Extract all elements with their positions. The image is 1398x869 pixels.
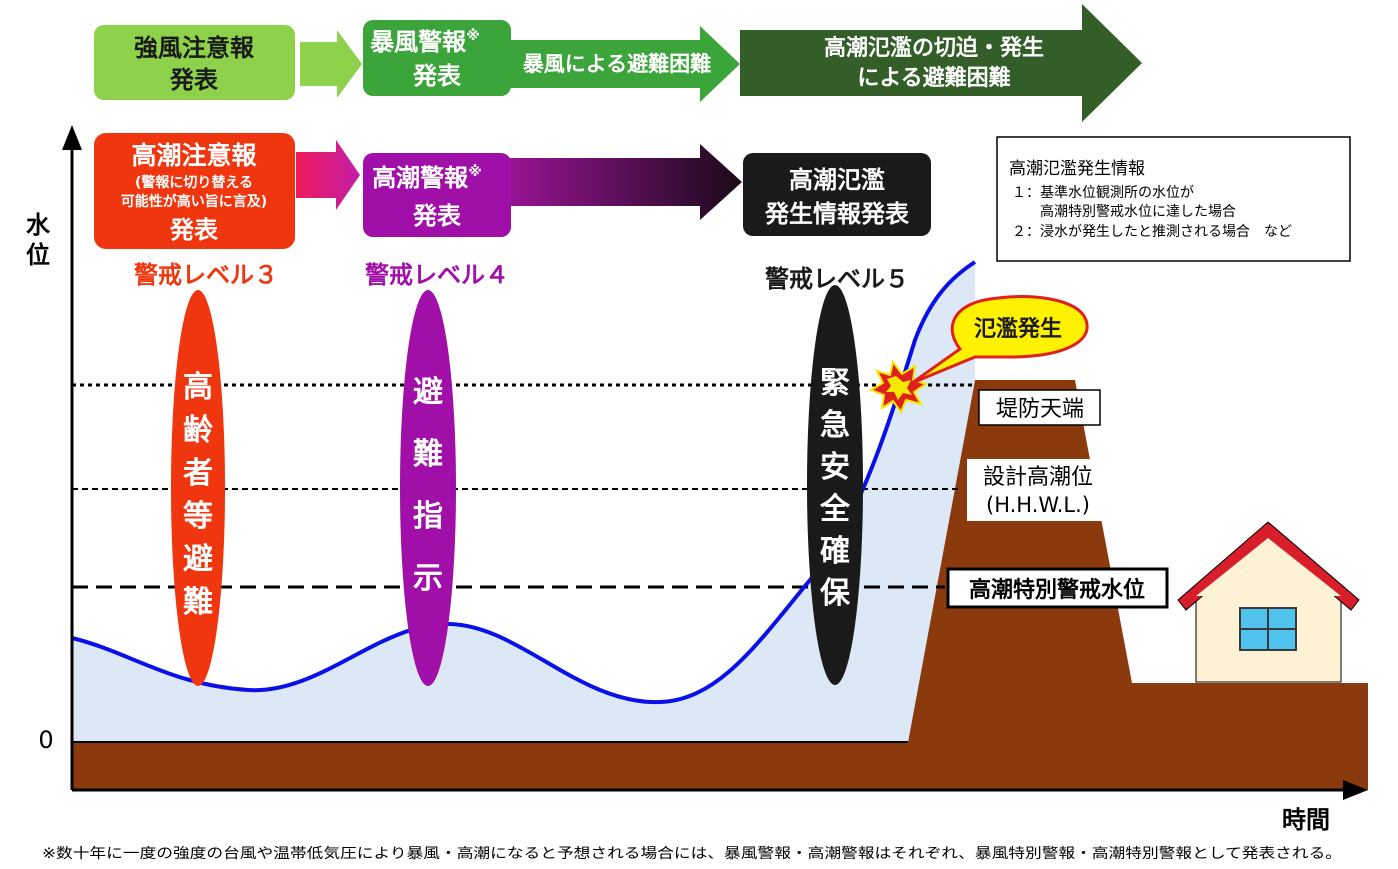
emergency-safety-ellipse xyxy=(807,285,863,685)
wind-difficulty: 暴風による避難困難 xyxy=(523,52,711,76)
level4-label: 警戒レベル４ xyxy=(364,261,509,289)
info-box-item1: １：基準水位観測所の水位が xyxy=(1012,184,1194,201)
wind-arrow-dark xyxy=(740,4,1142,122)
tide-arrow-purple-black xyxy=(505,144,742,220)
flood-info-line2: 発生情報発表 xyxy=(764,200,910,228)
y-axis-label-1: 水 xyxy=(26,211,51,239)
info-box-item2: 高潮特別警戒水位に達した場合 xyxy=(1012,203,1236,220)
wind-warning-title: 暴風警報※ xyxy=(370,28,480,56)
tide-arrow-red-purple xyxy=(296,140,360,210)
info-box-title: 高潮氾濫発生情報 xyxy=(1009,159,1145,179)
special-warning-label: 高潮特別警戒水位 xyxy=(969,577,1145,603)
flood-callout-text: 氾濫発生 xyxy=(974,317,1062,342)
tide-advisory-note1: (警報に切り替える xyxy=(135,174,253,191)
tide-advisory-title: 高潮注意報 xyxy=(131,141,257,170)
wind-arrow-light xyxy=(300,30,362,98)
y-axis-label-2: 位 xyxy=(26,241,50,269)
wind-advisory-line1: 強風注意報 xyxy=(134,34,255,62)
tide-warning-sub: 発表 xyxy=(412,202,462,230)
level3-label: 警戒レベル３ xyxy=(133,261,278,289)
wind-warning-sub: 発表 xyxy=(412,62,462,90)
levee-top-label: 堤防天端 xyxy=(996,397,1084,422)
footnote: ※数十年に一度の強度の台風や温帯低気圧により暴風・高潮になると予想される場合には… xyxy=(42,845,1342,862)
surge-difficulty-line2: による避難困難 xyxy=(857,65,1010,91)
x-axis-label: 時間 xyxy=(1282,806,1330,834)
design-tide-label2: (H.H.W.L.) xyxy=(986,493,1090,517)
info-box-item3: ２：浸水が発生したと推測される場合 など xyxy=(1012,224,1292,240)
surge-difficulty-line1: 高潮氾濫の切迫・発生 xyxy=(824,35,1044,61)
tide-warning-title: 高潮警報※ xyxy=(372,164,482,192)
zero-label: 0 xyxy=(38,726,53,754)
design-tide-label1: 設計高潮位 xyxy=(983,465,1093,490)
flood-info-line1: 高潮氾濫 xyxy=(789,166,885,194)
wind-advisory-line2: 発表 xyxy=(169,66,219,94)
tide-advisory-note2: 可能性が高い旨に言及) xyxy=(121,193,267,210)
y-axis-arrow xyxy=(62,125,82,150)
tide-advisory-sub: 発表 xyxy=(169,216,219,244)
evacuation-order-ellipse xyxy=(400,290,456,686)
